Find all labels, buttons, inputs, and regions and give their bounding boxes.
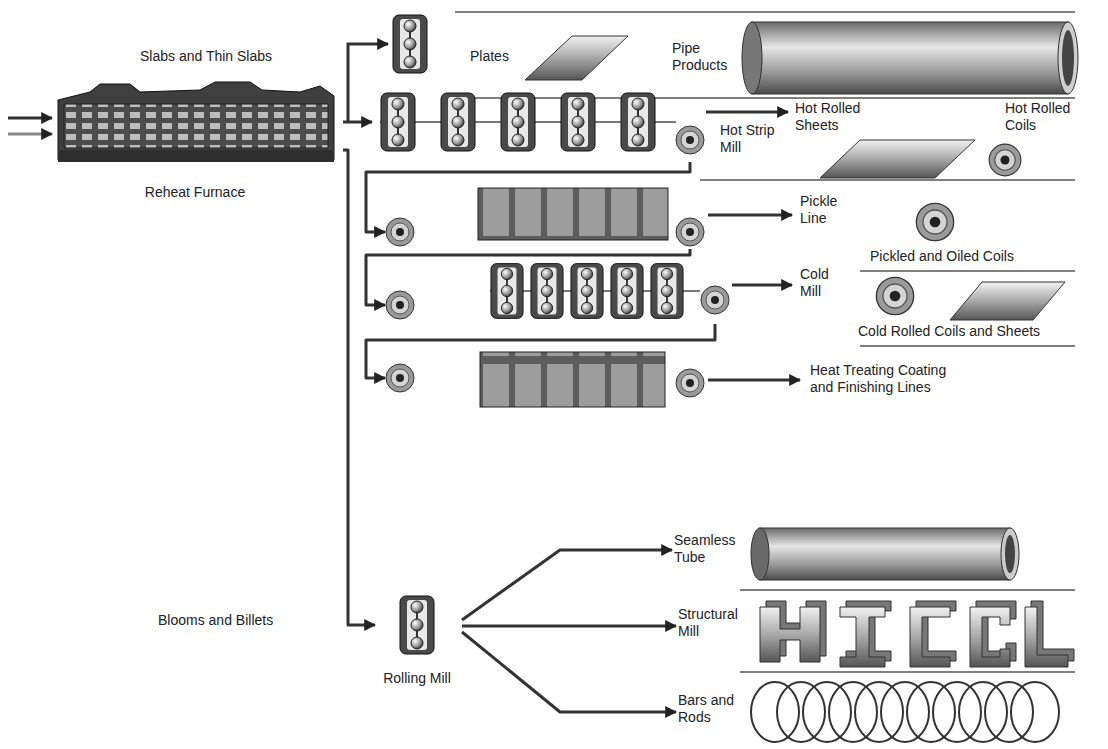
line-node: Heat Treating Coating and Finishing Line… [385,348,1015,414]
pickle-tank [478,188,668,240]
cold-mill-stands [491,264,683,319]
mill-stand [400,596,434,654]
hot-rolled-sheet [820,140,975,178]
output-arrow [706,111,788,114]
node-label: Hot Strip Mill [720,122,795,156]
coil [701,286,729,314]
flow-arrow [462,625,676,628]
bar-rod-coils [751,682,1059,742]
hot-rolled-coil [989,144,1021,176]
node-label: Structural Mill [678,606,748,640]
node-label: Reheat Furnace [50,184,340,201]
product-label: Pickled and Oiled Coils [870,248,1090,265]
product-label: Plates [470,48,520,65]
flow-arrow [366,249,690,305]
flow-arrow [462,632,676,712]
coil [386,218,414,246]
hot-strip-stands [381,93,655,151]
coil [676,126,704,154]
node-label: Bars and Rods [678,692,744,726]
pickled-coil [916,203,953,240]
node-label: Pickle Line [800,193,852,227]
furnace-illustration [58,82,334,162]
node-label: Heat Treating Coating and Finishing Line… [810,362,970,396]
pipe-product [742,22,1078,94]
flow-arrow [366,324,715,378]
seamless-tube [751,528,1019,580]
output-arrow [708,379,800,382]
plate-product [525,36,628,80]
coil [676,218,704,246]
flow-arrow [462,550,672,620]
cold-rolled-coil [876,277,913,314]
line-node: Pickle Line [385,183,855,249]
output-arrow [732,284,792,287]
coil [386,364,414,392]
product-node: Seamless Tube [672,530,743,570]
mill-node: Cold Mill [385,258,847,324]
node-label: Rolling Mill [375,670,459,687]
cold-rolled-sheet [950,282,1065,320]
product-label: Slabs and Thin Slabs [140,48,340,65]
output-arrow [708,214,792,217]
product-label: Pipe Products [672,40,738,74]
product-label: Cold Rolled Coils and Sheets [858,323,1078,340]
mill-node: Rolling Mill [375,590,462,692]
flow-arrow [366,162,690,232]
flow-arrow [343,150,375,625]
coil [386,291,414,319]
mill-stand [393,15,427,73]
furnace-node: Reheat Furnace [50,80,343,208]
treating-line [480,352,665,407]
product-label: Hot Rolled Coils [1005,100,1087,134]
node-label: Cold Mill [800,266,844,300]
node-label: Seamless Tube [674,532,740,566]
product-node: Bars and Rods [676,690,747,730]
product-node: Structural Mill [676,604,751,644]
feed-arrows [8,118,52,134]
coil [676,369,704,397]
mill-node: Hot Strip Mill [372,90,802,162]
product-label: Blooms and Billets [158,612,338,629]
row-rules [455,12,1075,672]
product-label: Hot Rolled Sheets [795,100,877,134]
flow-arrow [343,121,372,124]
structural-shapes [760,601,1074,667]
